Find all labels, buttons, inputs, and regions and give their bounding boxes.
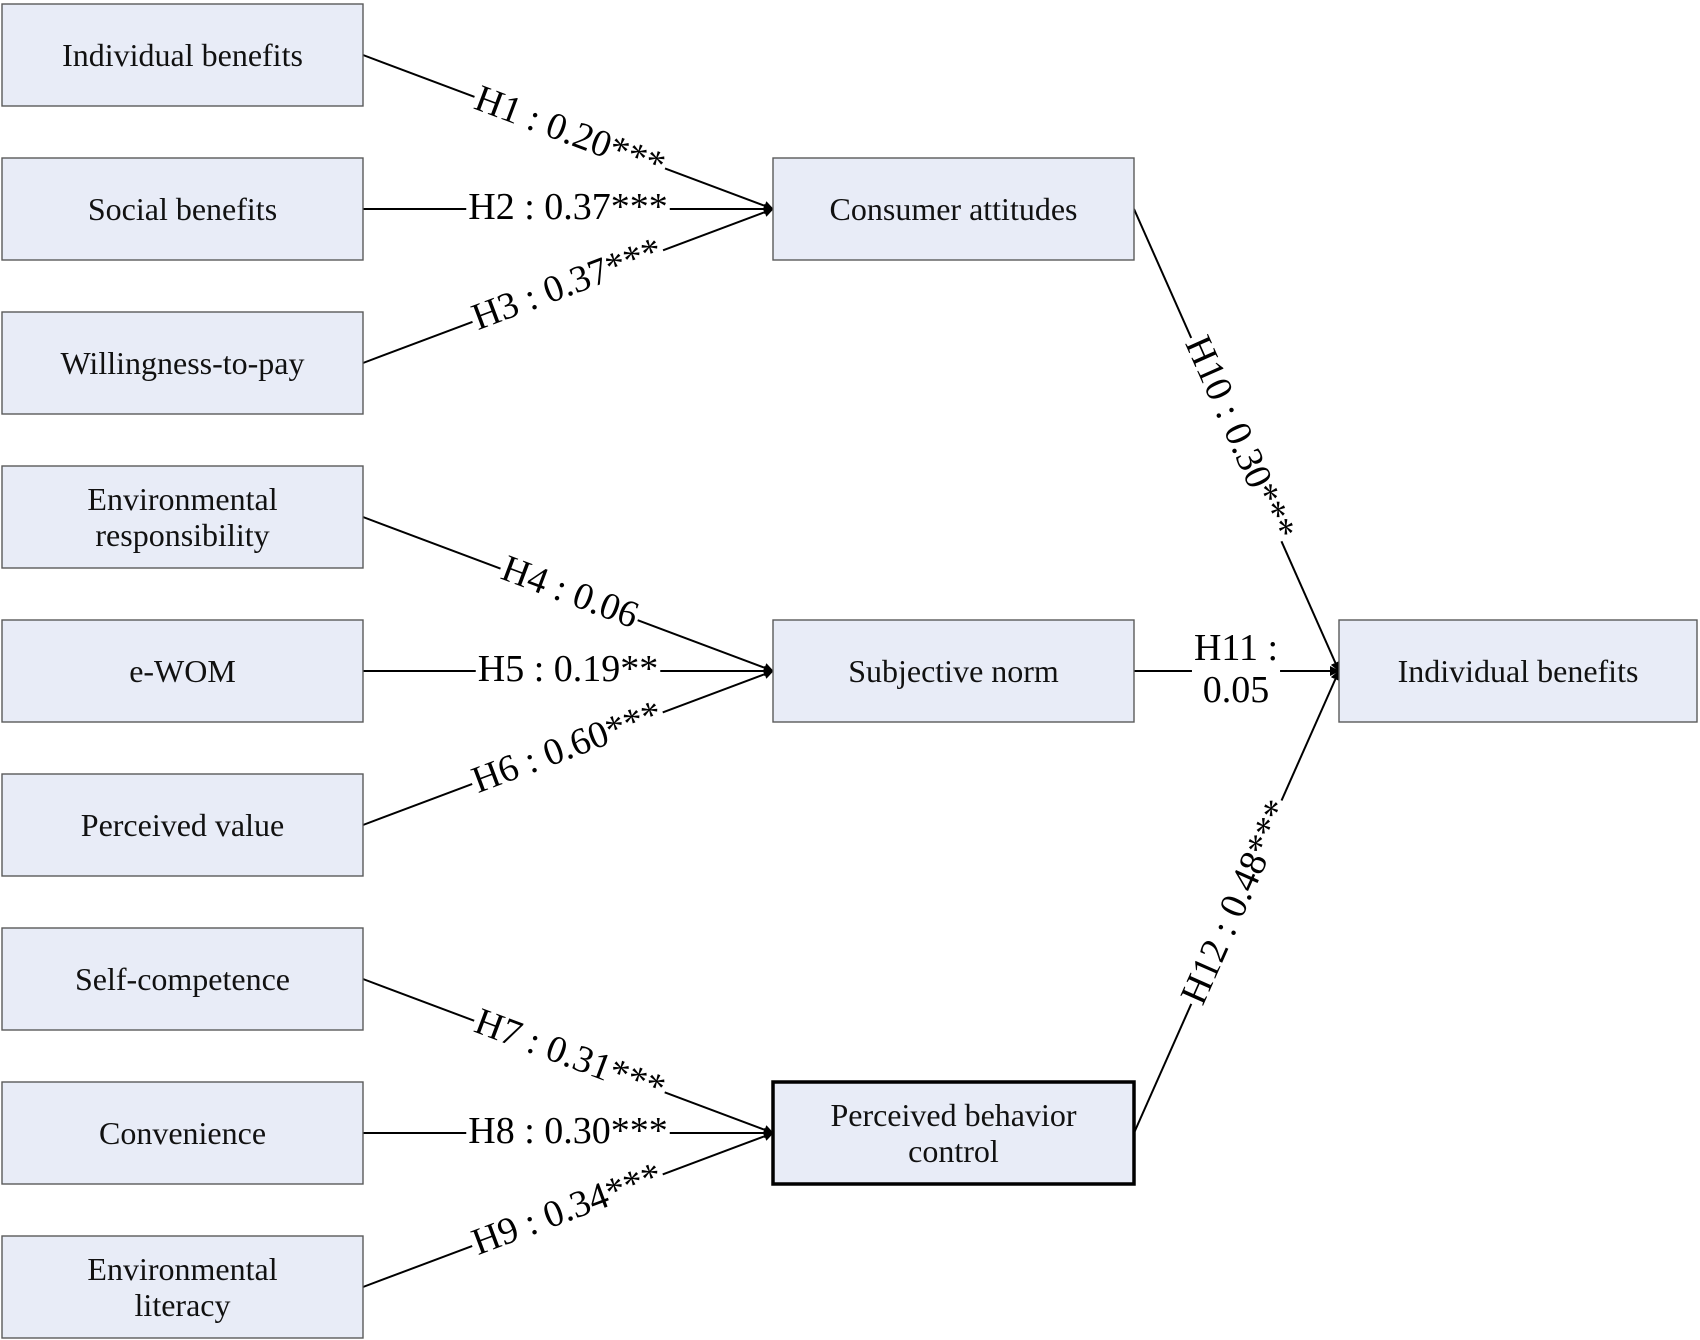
node-box bbox=[1, 773, 364, 877]
edge-label-h4: H4 : 0.06 bbox=[495, 547, 645, 637]
node-label: Social benefits bbox=[88, 191, 277, 227]
node-out: Individual benefits bbox=[1338, 619, 1698, 723]
node-box bbox=[1, 3, 364, 107]
edge-label-h3: H3 : 0.37*** bbox=[465, 229, 669, 339]
node-box bbox=[1, 927, 364, 1031]
edge-label-background bbox=[1175, 793, 1297, 1011]
node-label: responsibility bbox=[95, 517, 269, 553]
edge-h2: H2 : 0.37*** bbox=[363, 186, 774, 228]
node-box bbox=[772, 619, 1135, 723]
edge-label-text: H6 : 0.60*** bbox=[466, 692, 668, 801]
edge-label-text: H5 : 0.19** bbox=[478, 648, 659, 690]
edge-label-background bbox=[465, 695, 669, 799]
node-box bbox=[1, 1235, 364, 1339]
node-ca: Consumer attitudes bbox=[772, 157, 1135, 261]
edge-label-text: H4 : 0.06 bbox=[496, 547, 644, 636]
edge-h12: H12 : 0.48*** bbox=[1133, 670, 1340, 1134]
edge-label-text: H1 : 0.20*** bbox=[469, 77, 671, 186]
edge-label-h12: H12 : 0.48*** bbox=[1172, 793, 1300, 1011]
edge-label-background bbox=[495, 550, 645, 634]
node-box bbox=[1, 157, 364, 261]
edge-label-h9: H9 : 0.34*** bbox=[465, 1154, 669, 1264]
edge-h11: H11 :0.05 bbox=[1134, 627, 1340, 711]
edge-label-background bbox=[465, 232, 669, 336]
node-box bbox=[1, 311, 364, 415]
edge-label-text: H7 : 0.31*** bbox=[469, 1000, 671, 1109]
edge-label-h1: H1 : 0.20*** bbox=[468, 77, 672, 187]
node-label: Self-competence bbox=[75, 961, 290, 997]
node-label: Willingness-to-pay bbox=[61, 345, 305, 381]
node-n6: Perceived value bbox=[1, 773, 364, 877]
edge-label-h8: H8 : 0.30*** bbox=[466, 1110, 670, 1152]
edge-h10: H10 : 0.30*** bbox=[1133, 208, 1340, 672]
edge-label-background bbox=[466, 190, 670, 224]
node-label: literacy bbox=[135, 1287, 231, 1323]
node-label: Perceived behavior bbox=[830, 1097, 1076, 1133]
node-label: Subjective norm bbox=[848, 653, 1059, 689]
edge-label-background bbox=[475, 652, 661, 686]
node-label: Environmental bbox=[87, 481, 277, 517]
node-label: e-WOM bbox=[129, 653, 236, 689]
edge-label-text: H8 : 0.30*** bbox=[468, 1110, 668, 1152]
edge-h8: H8 : 0.30*** bbox=[363, 1110, 774, 1152]
node-label: Individual benefits bbox=[1398, 653, 1639, 689]
node-n7: Self-competence bbox=[1, 927, 364, 1031]
node-box bbox=[1338, 619, 1698, 723]
edge-label-text: 0.05 bbox=[1203, 669, 1270, 711]
node-n3: Willingness-to-pay bbox=[1, 311, 364, 415]
edge-label-background bbox=[465, 1157, 669, 1261]
edge-label-h2: H2 : 0.37*** bbox=[466, 186, 670, 228]
node-n5: e-WOM bbox=[1, 619, 364, 723]
edge-label-h6: H6 : 0.60*** bbox=[465, 692, 669, 802]
node-label: Environmental bbox=[87, 1251, 277, 1287]
node-n8: Convenience bbox=[1, 1081, 364, 1185]
edge-label-h10: H10 : 0.30*** bbox=[1176, 329, 1304, 547]
edge-label-text: H11 : bbox=[1194, 627, 1278, 669]
edge-label-h7: H7 : 0.31*** bbox=[468, 1000, 672, 1110]
edge-label-background bbox=[468, 80, 672, 184]
node-n1: Individual benefits bbox=[1, 3, 364, 107]
node-box bbox=[772, 157, 1135, 261]
edge-label-text: H3 : 0.37*** bbox=[466, 229, 668, 338]
edge-h6: H6 : 0.60*** bbox=[362, 669, 774, 826]
edge-label-background bbox=[1191, 631, 1281, 707]
node-box bbox=[1, 619, 364, 723]
edge-label-background bbox=[468, 1003, 672, 1107]
edge-label-text: H12 : 0.48*** bbox=[1172, 794, 1299, 1011]
node-label: control bbox=[908, 1133, 999, 1169]
node-sn: Subjective norm bbox=[772, 619, 1135, 723]
edge-h3: H3 : 0.37*** bbox=[362, 207, 774, 364]
node-box bbox=[1, 465, 364, 569]
node-label: Convenience bbox=[99, 1115, 266, 1151]
edge-label-background bbox=[1179, 329, 1301, 547]
node-label: Consumer attitudes bbox=[830, 191, 1078, 227]
edge-h5: H5 : 0.19** bbox=[363, 648, 774, 690]
edge-label-text: H10 : 0.30*** bbox=[1176, 330, 1303, 547]
node-box bbox=[1, 1081, 364, 1185]
node-label: Perceived value bbox=[81, 807, 284, 843]
edge-label-h5: H5 : 0.19** bbox=[475, 648, 661, 690]
edge-label-h11: H11 :0.05 bbox=[1191, 627, 1281, 711]
node-box bbox=[771, 1080, 1136, 1186]
edge-label-text: H2 : 0.37*** bbox=[468, 186, 668, 228]
node-label: Individual benefits bbox=[62, 37, 303, 73]
edge-label-text: H9 : 0.34*** bbox=[466, 1154, 668, 1263]
edge-h9: H9 : 0.34*** bbox=[362, 1131, 774, 1288]
edge-label-background bbox=[466, 1114, 670, 1148]
node-n2: Social benefits bbox=[1, 157, 364, 261]
